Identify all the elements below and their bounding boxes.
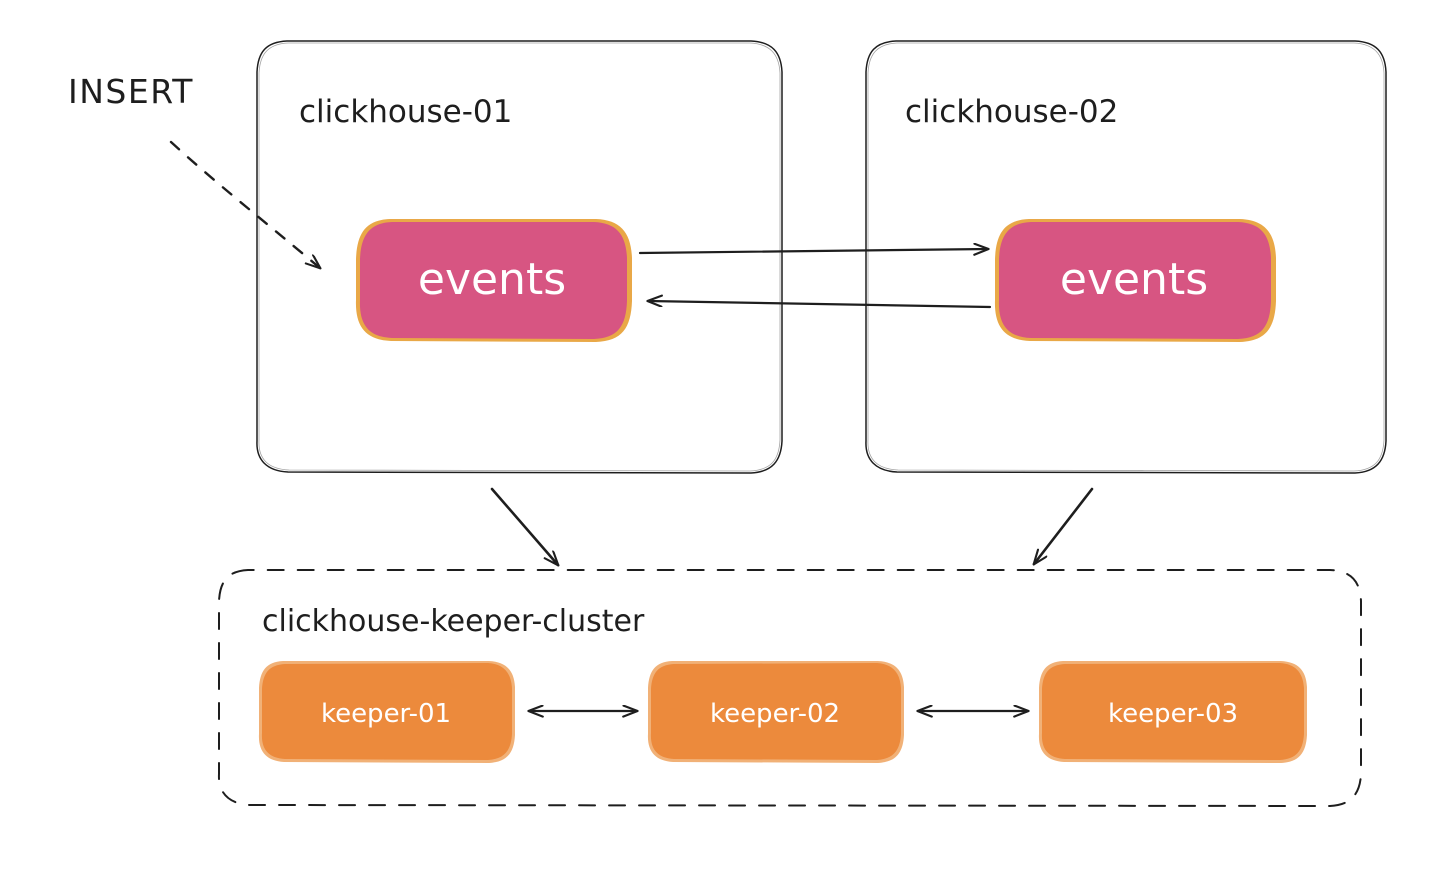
- container-border-clickhouse-01-second-stroke: [258, 42, 781, 472]
- connection-events-01-to-02-line: [638, 249, 988, 253]
- container-label-clickhouse-02: clickhouse-02: [905, 94, 1118, 130]
- connection-events-02-to-01-line: [648, 301, 992, 309]
- connection-clickhouse-02-to-keeper-cluster: [1034, 487, 1094, 564]
- connection-events-01-to-02: [638, 249, 988, 253]
- connection-clickhouse-02-to-keeper-cluster-line: [1034, 487, 1094, 564]
- insert-annotation-arrow: [169, 140, 320, 268]
- connection-events-02-to-01: [648, 301, 992, 309]
- connection-clickhouse-01-to-keeper-cluster-line: [490, 487, 558, 565]
- connection-clickhouse-01-to-keeper-cluster: [490, 487, 558, 565]
- container-clickhouse-01[interactable]: clickhouse-01: [256, 40, 783, 474]
- events-node-02-label: events: [1060, 254, 1208, 305]
- events-node-02[interactable]: events: [994, 219, 1276, 342]
- keeper-03-fill: [1041, 663, 1304, 760]
- keeper-03-label: keeper-03: [1108, 699, 1238, 729]
- container-clickhouse-keeper-cluster[interactable]: clickhouse-keeper-cluster: [217, 569, 1362, 808]
- keeper-03[interactable]: keeper-03: [1038, 661, 1307, 763]
- container-border-clickhouse-02-second-stroke: [867, 42, 1385, 472]
- keeper-01[interactable]: keeper-01: [258, 661, 515, 763]
- keeper-02-label: keeper-02: [710, 699, 840, 729]
- keeper-01-fill: [261, 663, 512, 760]
- events-node-01-label: events: [418, 254, 566, 305]
- insert-annotation[interactable]: INSERT: [68, 72, 320, 268]
- events-node-01[interactable]: events: [355, 219, 632, 342]
- container-label-clickhouse-01: clickhouse-01: [299, 94, 512, 130]
- keeper-02[interactable]: keeper-02: [647, 661, 904, 763]
- container-label-keeper-cluster: clickhouse-keeper-cluster: [262, 604, 645, 639]
- container-border-clickhouse-02: [865, 40, 1387, 474]
- container-border-clickhouse-01: [256, 40, 783, 474]
- container-border-keeper-cluster: [217, 569, 1362, 808]
- events-node-01-fill: [359, 222, 627, 339]
- insert-annotation-label: INSERT: [68, 72, 194, 111]
- keeper-02-fill: [650, 663, 901, 760]
- keeper-01-label: keeper-01: [321, 699, 451, 729]
- container-clickhouse-02[interactable]: clickhouse-02: [865, 40, 1387, 474]
- events-node-02-fill: [998, 222, 1271, 339]
